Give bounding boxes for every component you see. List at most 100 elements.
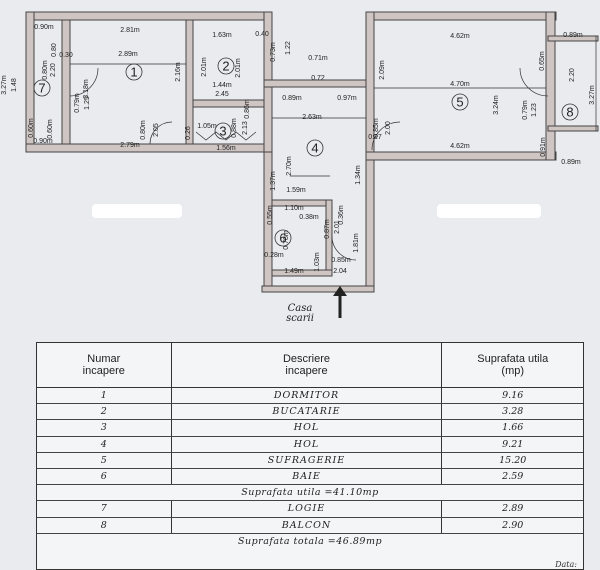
dimension-label: 2.09m [379,60,386,80]
dimension-label: 2.70m [286,156,293,176]
dimension-label: 0.60m [28,118,35,138]
door-arc-balcony [519,67,549,97]
dimension-label: 0.87m [324,219,331,239]
redacted-label-left [92,204,182,218]
dimension-label: 1.22 [285,41,292,55]
dimension-label: 2.13 [242,121,249,135]
dimension-label: 0.60m [47,119,54,139]
wall-room5-right [545,11,556,161]
dimension-label: 2.04 [333,268,347,275]
dimension-label: 0.28m [264,252,284,259]
room-marker-circle [214,122,232,140]
room-area-cell: 2.90 [441,517,583,534]
dimension-label: 4.62m [450,33,470,40]
dimension-label: 2.01m [235,58,242,78]
header-room-desc: Descriere incapere [171,343,443,388]
room-number-cell: 1 [37,387,172,405]
dimension-label: 1.25 [84,96,91,110]
dimension-label: 1.48 [11,78,18,92]
dimension-label: 0.40 [255,31,269,38]
dimension-label: 0.36m [338,205,345,225]
dimension-label: 2.20 [50,63,57,77]
room-marker-circle [125,63,143,81]
wall-bath-bottom [271,269,333,277]
header-area: Suprafata utila (mp) [441,343,583,388]
room-number-cell: 4 [37,436,172,453]
door-arc-loggia [69,67,99,97]
stair-arrow-head [333,286,347,296]
room-number-label: 1 [130,65,137,80]
dimension-label: 2.89m [118,51,138,58]
sliding-door [195,131,257,141]
dimension-label: 3.27m [589,85,596,105]
room-desc-cell: SUFRAGERIE [171,452,443,469]
dimension-label: 4.70m [450,81,470,88]
dimension-label: 2.81m [120,27,140,34]
wall-room2-3 [192,99,265,108]
room-area-cell: 2.59 [441,468,583,486]
dimension-label: 0.91m [540,137,547,157]
dimension-label: 0.80m [140,120,147,140]
dimension-label: 0.78m [283,230,290,250]
dimension-label: 1.44m [212,82,232,89]
room-area-cell: 2.89 [441,500,583,518]
room-area-cell: 9.16 [441,387,583,405]
dimension-label: 0.65m [539,51,546,71]
dimension-label: 1.49m [284,268,304,275]
wall-top-left [25,11,273,21]
dimension-label: 0.55m [267,205,274,225]
useful-total: Suprafata utila =41.10mp [37,484,583,502]
dimension-label: 0.30 [59,52,73,59]
dimension-label: 1.05m [197,123,217,130]
dimension-label: 0.26 [185,126,192,140]
room-number-label: 6 [279,231,286,246]
header-desc-text: Descriere incapere [282,353,331,377]
header-area-text: Suprafata utila (mp) [477,353,549,377]
room-desc-cell: HOL [171,436,443,453]
wall-entry-bottom [261,285,375,293]
dimension-label: 2.63m [302,114,322,121]
dimension-label: 0.80m [42,60,49,80]
room-number-cell: 5 [37,452,172,469]
dimension-label: 3.18m [83,79,90,99]
dimension-label: 0.85m [373,118,380,138]
room-area-cell: 3.28 [441,403,583,421]
dimension-label: 0.17 [368,134,382,141]
room-number-label: 2 [222,59,229,74]
wall-top-right [365,11,557,21]
grand-total-row: Suprafata totala =46.89mp [37,533,583,549]
dimension-label: 0.79m [522,100,529,120]
useful-total-row: Suprafata utila =41.10mp [37,484,583,502]
stair-label: Casa scarii [286,303,314,324]
area-table: Numar incapere Descriere incapere Supraf… [36,342,584,570]
room-marker-circle [33,79,51,97]
dimension-label: 0.88m [231,118,238,138]
dimension-label: 1.81m [353,233,360,253]
room-marker-circle [306,139,324,157]
dimension-label: 2.45 [215,91,229,98]
room-desc-cell: DORMITOR [171,387,443,405]
room-number-cell: 8 [37,517,172,534]
dimension-label: 1.10m [284,205,304,212]
room-area-cell: 1.66 [441,419,583,437]
dimension-label: 2.16m [175,62,182,82]
dimension-label: 0.85m [331,257,351,264]
wall-room1-2 [185,19,194,145]
dimension-label: 0.38m [299,214,319,221]
grand-total: Suprafata totala =46.89mp [237,535,383,547]
room-number-label: 3 [219,124,226,139]
room-number-label: 5 [456,95,463,110]
room-number-cell: 6 [37,468,172,486]
room-desc-cell: BALCON [171,517,443,534]
dimension-label: 0.90m [33,138,53,145]
dimension-label: 2.79m [120,142,140,149]
